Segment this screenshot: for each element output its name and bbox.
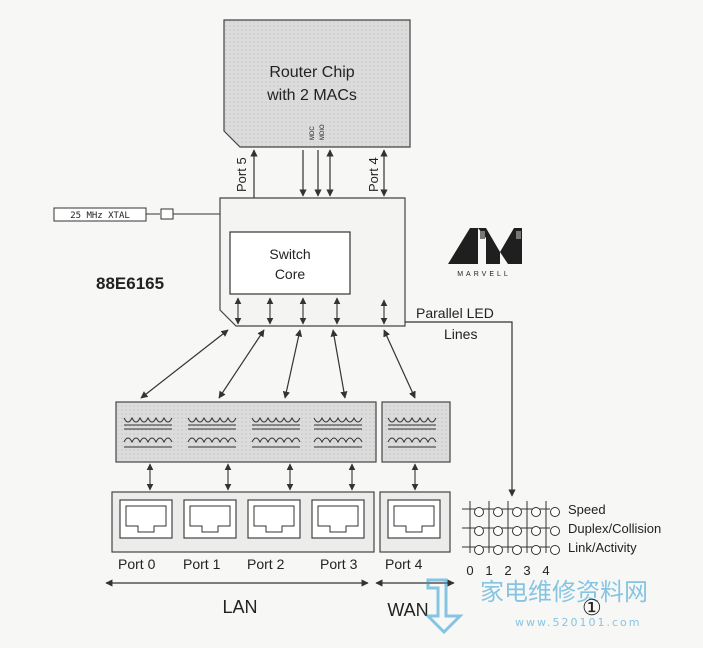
core-port-stubs <box>234 297 388 325</box>
lan-label: LAN <box>222 597 257 617</box>
magnetics-jack-links <box>146 463 419 491</box>
switch-core-label-2: Core <box>275 266 306 282</box>
marvell-logo: MARVELL <box>448 228 522 278</box>
port-label-2: Port 2 <box>247 556 285 572</box>
wan-magnetics <box>381 401 451 463</box>
switch-core-box <box>229 231 351 295</box>
led-1-1 <box>493 526 503 536</box>
led-1-2 <box>512 526 522 536</box>
router-chip-label-1: Router Chip <box>269 64 354 81</box>
led-2-4 <box>550 545 560 555</box>
led-matrix <box>462 501 560 555</box>
led-row-label-link: Link/Activity <box>568 540 637 555</box>
circle-mark: ① <box>582 595 602 620</box>
led-1-0 <box>474 526 484 536</box>
switch-magnetics-links <box>140 329 416 399</box>
led-row-label-speed: Speed <box>568 502 606 517</box>
rj45-jack-4 <box>387 499 441 539</box>
watermark-logo-icon <box>424 578 464 635</box>
led-lines-label-2: Lines <box>444 326 477 342</box>
port-label-4: Port 4 <box>385 556 423 572</box>
led-col-1: 1 <box>485 563 492 578</box>
port-label-0: Port 0 <box>118 556 156 572</box>
crystal-label: 25 MHz XTAL <box>70 211 130 221</box>
port-label-3: Port 3 <box>320 556 358 572</box>
led-2-0 <box>474 545 484 555</box>
watermark-text: 家电维修资料网 <box>480 578 648 606</box>
led-1-4 <box>550 526 560 536</box>
led-col-0: 0 <box>466 563 473 578</box>
wan-label: WAN <box>387 600 428 620</box>
led-col-3: 3 <box>523 563 530 578</box>
led-2-1 <box>493 545 503 555</box>
led-2-3 <box>531 545 541 555</box>
router-chip: Router Chip with 2 MACs MDC MDIO <box>223 19 411 148</box>
switch-chip: Switch Core <box>219 197 406 327</box>
router-chip-label-2: with 2 MACs <box>266 87 357 104</box>
led-1-3 <box>531 526 541 536</box>
watermark: 家电维修资料网 www.520101.com <box>424 578 648 635</box>
transformer-module-0 <box>123 416 173 448</box>
transformer-module-4 <box>387 416 437 448</box>
mdio-label: MDIO <box>320 124 326 140</box>
led-0-0 <box>474 507 484 517</box>
rj45-jacks <box>119 499 441 539</box>
rj45-jack-3 <box>311 499 365 539</box>
led-lines-connector <box>405 321 516 497</box>
led-0-1 <box>493 507 503 517</box>
led-col-4: 4 <box>542 563 549 578</box>
led-col-2: 2 <box>504 563 511 578</box>
watermark-url: www.520101.com <box>515 616 641 629</box>
led-lines-label-1: Parallel LED <box>416 305 494 321</box>
transformer-coils <box>123 416 437 448</box>
port5-label: Port 5 <box>234 157 249 192</box>
rj45-jack-2 <box>247 499 301 539</box>
rj45-jack-0 <box>119 499 173 539</box>
led-row-label-duplex: Duplex/Collision <box>568 521 661 536</box>
transformer-module-1 <box>187 416 237 448</box>
mdc-label: MDC <box>310 126 316 140</box>
led-0-4 <box>550 507 560 517</box>
led-0-3 <box>531 507 541 517</box>
led-2-2 <box>512 545 522 555</box>
lan-magnetics <box>115 401 377 463</box>
rj45-jack-1 <box>183 499 237 539</box>
crystal-oscillator: 25 MHz XTAL <box>53 207 220 222</box>
switch-core-label-1: Switch <box>269 246 310 262</box>
marvell-logo-text: MARVELL <box>457 271 511 278</box>
chip-part-number: 88E6165 <box>96 274 164 293</box>
port-label-1: Port 1 <box>183 556 221 572</box>
led-0-2 <box>512 507 522 517</box>
port4-label: Port 4 <box>366 157 381 192</box>
transformer-module-2 <box>251 416 301 448</box>
transformer-module-3 <box>313 416 363 448</box>
